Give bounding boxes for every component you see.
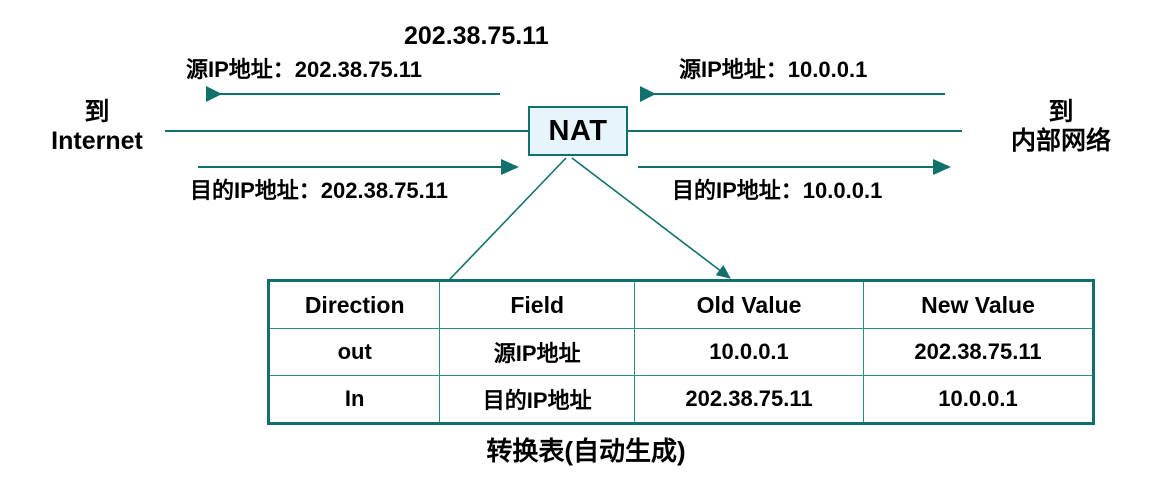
- table-row: out 源IP地址 10.0.0.1 202.38.75.11: [267, 328, 1094, 376]
- table-header-direction: Direction: [267, 280, 441, 329]
- endpoint-internet-line1: 到: [84, 98, 110, 126]
- annotation-left-destination-ip: 目的IP地址：202.38.75.11: [190, 178, 449, 203]
- cell-direction: In: [267, 375, 441, 424]
- nat-translation-table: Direction Field Old Value New Value out …: [267, 279, 1095, 425]
- annotation-left-source-ip: 源IP地址：202.38.75.11: [186, 57, 423, 82]
- nat-device-box: NAT: [528, 106, 628, 156]
- endpoint-internal-line1: 到: [1048, 98, 1074, 126]
- cell-new-value: 202.38.75.11: [863, 328, 1094, 376]
- nat-device-label: NAT: [548, 114, 608, 147]
- table-header-new-value: New Value: [863, 280, 1094, 329]
- cell-old-value: 202.38.75.11: [634, 375, 865, 424]
- annotation-right-destination-ip: 目的IP地址：10.0.0.1: [672, 178, 883, 203]
- annotation-public-address: 202.38.75.11: [404, 22, 549, 50]
- endpoint-internal-line2: 内部网络: [1010, 126, 1111, 155]
- cell-new-value: 10.0.0.1: [863, 375, 1094, 424]
- cell-direction: out: [267, 328, 441, 376]
- endpoint-label-internal-network: 到 内部网络: [975, 98, 1147, 156]
- table-header-old-value: Old Value: [634, 280, 865, 329]
- table-header-field: Field: [439, 280, 636, 329]
- annotation-right-source-ip: 源IP地址：10.0.0.1: [679, 57, 868, 82]
- table-header-row: Direction Field Old Value New Value: [267, 280, 1094, 329]
- arrow-diagonal-right: [571, 157, 731, 279]
- table-caption: 转换表(自动生成): [486, 436, 686, 466]
- cell-field: 源IP地址: [439, 328, 636, 376]
- cell-old-value: 10.0.0.1: [634, 328, 865, 376]
- cell-field: 目的IP地址: [439, 375, 636, 424]
- table-row: In 目的IP地址 202.38.75.11 10.0.0.1: [267, 375, 1094, 424]
- endpoint-internet-line2: Internet: [51, 126, 143, 155]
- endpoint-label-internet: 到 Internet: [22, 98, 172, 156]
